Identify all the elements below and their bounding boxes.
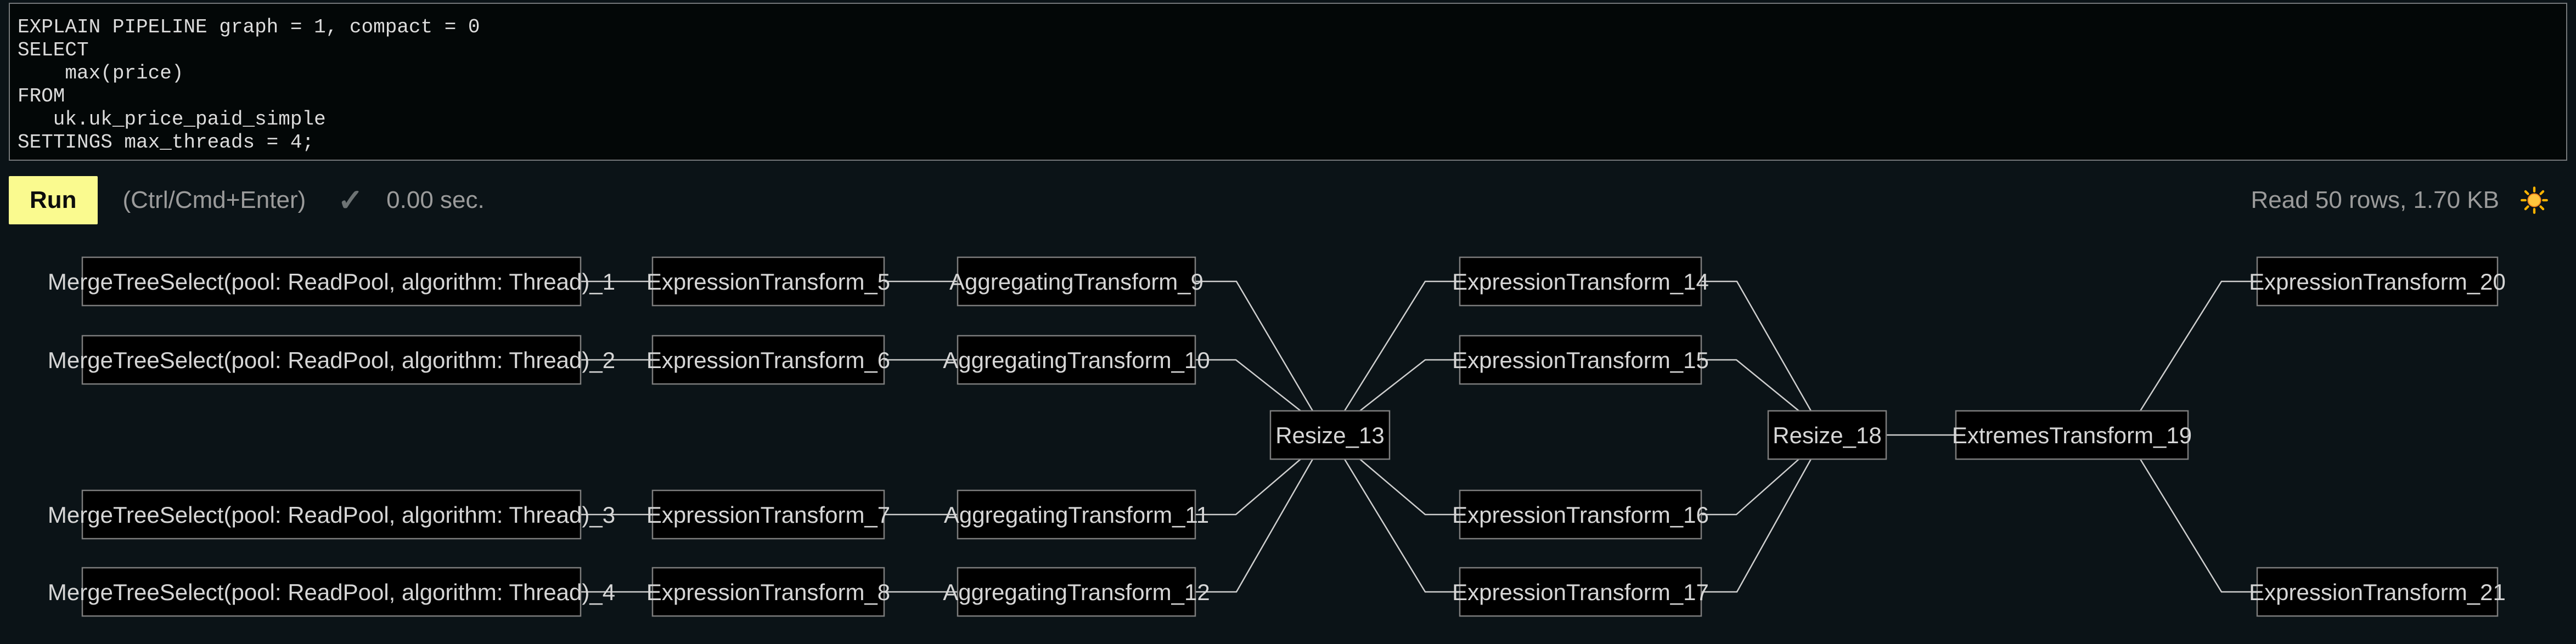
graph-node-19: ExtremesTransform_19 — [1952, 410, 2192, 460]
graph-edge-19-21 — [2139, 459, 2257, 593]
graph-node-13: Resize_13 — [1269, 410, 1391, 460]
graph-edge-19-20 — [2139, 280, 2257, 411]
graph-node-box — [1459, 335, 1702, 385]
graph-node-box — [2256, 567, 2499, 617]
graph-edge-11-13 — [1195, 459, 1301, 516]
graph-node-box — [1459, 256, 1702, 307]
elapsed-time: 0.00 sec. — [386, 187, 485, 213]
graph-node-box — [2256, 256, 2499, 307]
graph-node-box — [81, 335, 582, 385]
graph-node-label: ExpressionTransform_16 — [1452, 502, 1709, 528]
graph-node-16: ExpressionTransform_16 — [1452, 489, 1709, 540]
graph-node-label: MergeTreeSelect(pool: ReadPool, algorith… — [48, 269, 615, 295]
graph-node-box — [651, 256, 885, 307]
run-button[interactable]: Run — [9, 176, 98, 224]
graph-node-21: ExpressionTransform_21 — [2249, 567, 2506, 617]
success-check-icon: ✓ — [338, 183, 364, 217]
graph-edge-13-15 — [1359, 359, 1460, 411]
graph-node-label: ExpressionTransform_6 — [646, 347, 890, 373]
graph-node-box — [957, 256, 1196, 307]
graph-node-2: MergeTreeSelect(pool: ReadPool, algorith… — [48, 335, 615, 385]
graph-edge-10-13 — [1195, 359, 1301, 411]
graph-node-label: ExpressionTransform_17 — [1452, 579, 1709, 605]
graph-node-label: AggregatingTransform_12 — [943, 579, 1210, 605]
graph-node-box — [651, 335, 885, 385]
graph-node-label: Resize_18 — [1773, 422, 1881, 448]
graph-edge-13-14 — [1343, 280, 1460, 411]
graph-node-box — [1459, 567, 1702, 617]
graph-edge-17-18 — [1701, 459, 1812, 593]
graph-node-label: ExpressionTransform_20 — [2249, 269, 2506, 295]
graph-node-box — [957, 567, 1196, 617]
graph-node-label: MergeTreeSelect(pool: ReadPool, algorith… — [48, 502, 615, 528]
graph-node-20: ExpressionTransform_20 — [2249, 256, 2506, 307]
graph-node-box — [1459, 489, 1702, 540]
graph-edge-14-18 — [1701, 280, 1812, 411]
graph-edge-9-13 — [1195, 280, 1314, 411]
graph-edge-13-17 — [1343, 459, 1460, 593]
graph-node-label: MergeTreeSelect(pool: ReadPool, algorith… — [48, 579, 615, 605]
shortcut-hint: (Ctrl/Cmd+Enter) — [122, 187, 306, 213]
graph-node-box — [81, 567, 582, 617]
graph-node-box — [651, 489, 885, 540]
graph-node-label: ExpressionTransform_5 — [646, 269, 890, 295]
graph-node-label: ExtremesTransform_19 — [1952, 422, 2192, 448]
graph-node-label: ExpressionTransform_15 — [1452, 347, 1709, 373]
graph-node-label: AggregatingTransform_10 — [943, 347, 1210, 373]
theme-toggle-sun-icon[interactable] — [2520, 186, 2549, 214]
graph-node-10: AggregatingTransform_10 — [943, 335, 1210, 385]
toolbar: Run (Ctrl/Cmd+Enter) ✓ 0.00 sec. Read 50… — [9, 176, 2567, 225]
graph-node-label: ExpressionTransform_8 — [646, 579, 890, 605]
query-editor[interactable]: EXPLAIN PIPELINE graph = 1, compact = 0 … — [9, 3, 2567, 161]
graph-node-5: ExpressionTransform_5 — [646, 256, 890, 307]
graph-node-box — [81, 489, 582, 540]
graph-edge-16-18 — [1701, 459, 1799, 516]
graph-node-label: AggregatingTransform_11 — [944, 502, 1209, 528]
graph-node-box — [81, 256, 582, 307]
graph-node-14: ExpressionTransform_14 — [1452, 256, 1709, 307]
graph-node-label: Resize_13 — [1275, 422, 1384, 448]
graph-node-box — [957, 335, 1196, 385]
graph-node-box — [1269, 410, 1391, 460]
graph-node-label: ExpressionTransform_21 — [2249, 579, 2506, 605]
graph-edge-13-16 — [1359, 459, 1460, 516]
graph-node-box — [1767, 410, 1887, 460]
graph-node-6: ExpressionTransform_6 — [646, 335, 890, 385]
graph-node-4: MergeTreeSelect(pool: ReadPool, algorith… — [48, 567, 615, 617]
graph-node-7: ExpressionTransform_7 — [646, 489, 890, 540]
graph-node-18: Resize_18 — [1767, 410, 1887, 460]
graph-node-box — [1955, 410, 2189, 460]
graph-node-label: MergeTreeSelect(pool: ReadPool, algorith… — [48, 347, 615, 373]
graph-node-label: ExpressionTransform_7 — [646, 502, 890, 528]
graph-node-11: AggregatingTransform_11 — [944, 489, 1209, 540]
graph-edge-12-13 — [1195, 459, 1314, 593]
graph-node-label: ExpressionTransform_14 — [1452, 269, 1709, 295]
graph-edge-15-18 — [1701, 359, 1799, 411]
graph-node-12: AggregatingTransform_12 — [943, 567, 1210, 617]
graph-node-9: AggregatingTransform_9 — [949, 256, 1203, 307]
graph-node-15: ExpressionTransform_15 — [1452, 335, 1709, 385]
graph-node-3: MergeTreeSelect(pool: ReadPool, algorith… — [48, 489, 615, 540]
graph-node-box — [651, 567, 885, 617]
graph-node-box — [957, 489, 1196, 540]
graph-node-label: AggregatingTransform_9 — [949, 269, 1203, 295]
sun-icon — [2521, 187, 2548, 214]
graph-node-1: MergeTreeSelect(pool: ReadPool, algorith… — [48, 256, 615, 307]
graph-node-17: ExpressionTransform_17 — [1452, 567, 1709, 617]
graph-node-8: ExpressionTransform_8 — [646, 567, 890, 617]
read-stats: Read 50 rows, 1.70 KB — [2251, 187, 2499, 213]
